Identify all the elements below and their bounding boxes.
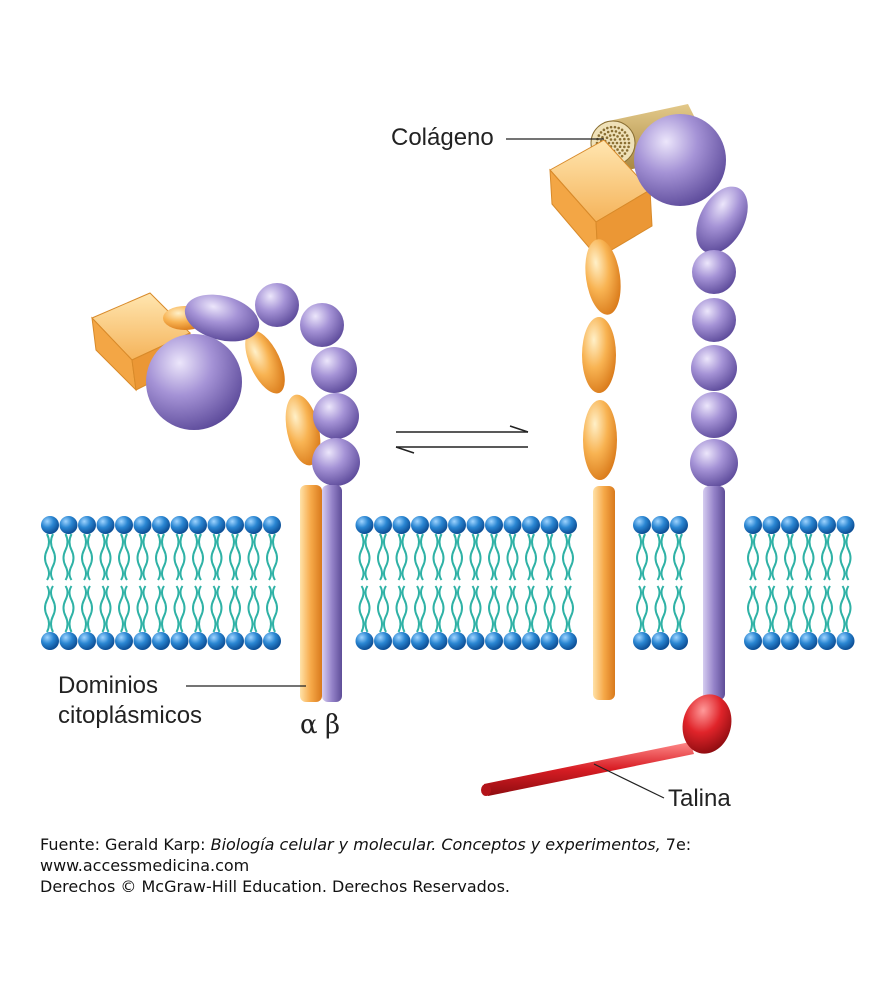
lipid-bilayer	[41, 516, 855, 650]
beta-transmembrane-left	[322, 485, 342, 702]
beta-domain	[313, 393, 359, 439]
cytoplasmic-label-line2: citoplásmicos	[58, 702, 202, 729]
beta-domain	[255, 283, 299, 327]
beta-domain	[690, 439, 738, 487]
beta-domain	[696, 186, 748, 254]
beta-domain	[184, 294, 260, 342]
source-prefix: Fuente: Gerald Karp:	[40, 835, 211, 854]
beta-domain	[311, 347, 357, 393]
source-book-title: Biología celular y molecular. Conceptos …	[210, 835, 661, 854]
alpha-domain	[245, 330, 285, 394]
beta-domain	[692, 298, 736, 342]
label-cytoplasmic-domains: Dominios citoplásmicos	[58, 672, 306, 729]
alpha-label: α	[300, 710, 318, 740]
alpha-transmembrane-right	[593, 486, 615, 700]
source-citation: Fuente: Gerald Karp: Biología celular y …	[40, 834, 870, 897]
beta-head-left	[146, 334, 242, 430]
integrin-inactive	[91, 283, 360, 702]
collagen-label: Colágeno	[391, 124, 494, 151]
source-rights: Derechos © McGraw-Hill Education. Derech…	[40, 877, 511, 896]
beta-domain	[312, 438, 360, 486]
talin	[481, 694, 732, 796]
source-edition: 7e:	[660, 835, 692, 854]
beta-domain	[691, 345, 737, 391]
source-url: www.accessmedicina.com	[40, 856, 250, 875]
alpha-head-right	[549, 139, 653, 260]
integrin-active	[481, 104, 748, 796]
alpha-domain	[583, 400, 617, 480]
beta-label: β	[325, 710, 340, 740]
alpha-domain	[285, 394, 321, 466]
beta-domain	[691, 392, 737, 438]
beta-domain	[300, 303, 344, 347]
source-line-1: Fuente: Gerald Karp: Biología celular y …	[40, 834, 870, 855]
label-talin: Talina	[593, 763, 731, 812]
beta-transmembrane-right	[703, 486, 725, 700]
cytoplasmic-label-line1: Dominios	[58, 672, 158, 699]
alpha-domain	[582, 317, 616, 393]
alpha-domain	[585, 239, 621, 315]
beta-head-right	[634, 114, 726, 206]
talin-label: Talina	[668, 785, 731, 812]
label-collagen: Colágeno	[391, 124, 604, 151]
beta-domain	[692, 250, 736, 294]
alpha-transmembrane-left	[300, 485, 322, 702]
equilibrium-arrows	[395, 425, 529, 454]
